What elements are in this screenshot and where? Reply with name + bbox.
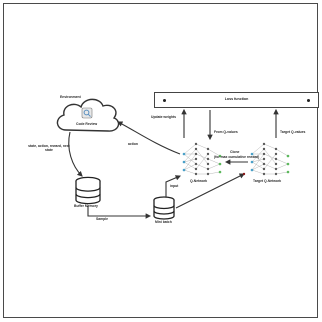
loss-function-box: Loss function [154, 92, 319, 108]
magnifier-icon [81, 107, 93, 119]
arrow-input [165, 175, 182, 197]
target-q-network-nodes [250, 142, 290, 176]
mini-batch-label: Mini batch [155, 220, 172, 224]
buffer-memory-label: Buffer Memory [74, 204, 98, 208]
q-network-icon [183, 143, 221, 175]
connector-dot [242, 172, 246, 176]
arrow-env-to-buffer [68, 131, 83, 177]
port-dot-left [163, 98, 166, 102]
target-q-network-label: Target Q-Network [253, 179, 282, 183]
mini-batch-database-icon [153, 196, 175, 220]
clone-note-label: (for max cumulative reward) [214, 155, 260, 159]
update-weights-label: Update weights [151, 115, 177, 119]
arrow-sample [87, 206, 152, 219]
buffer-memory-database-icon [75, 176, 101, 205]
input-label: input [170, 184, 179, 188]
loss-function-label: Loss function [224, 97, 249, 101]
clone-label: Clone [230, 150, 240, 154]
target-q-values-label: Target Q-values [280, 130, 306, 134]
action-label: action [128, 142, 138, 146]
target-q-network-icon [251, 143, 289, 175]
state-tuple-label: state, action, reward, next state [28, 144, 70, 153]
code-review-label: Code Review [76, 122, 98, 126]
sample-label: Sample [96, 217, 109, 221]
diagram-graphics [56, 98, 290, 220]
environment-label: Environment [60, 95, 81, 99]
diagram-frame: Loss function [3, 3, 319, 318]
arrow-action-to-env [117, 121, 181, 155]
from-q-values-label: From Q-values [214, 130, 238, 134]
port-dot-right [307, 98, 310, 102]
arrow-batch-to-target [175, 173, 245, 209]
q-network-label: Q-Network [190, 179, 208, 183]
q-network-nodes [182, 142, 222, 176]
